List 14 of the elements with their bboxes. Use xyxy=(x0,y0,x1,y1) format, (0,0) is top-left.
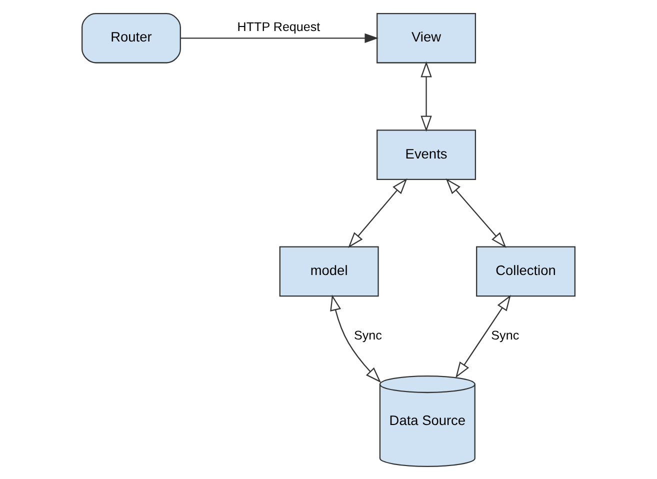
edge-label: Sync xyxy=(354,328,382,342)
arrow xyxy=(420,60,432,132)
node-box: model xyxy=(279,246,379,296)
edge-label: Sync xyxy=(491,328,520,342)
arrow xyxy=(446,178,506,248)
arrow xyxy=(180,32,378,42)
node-box: Collection xyxy=(476,246,576,296)
arrow xyxy=(348,178,408,248)
node-box: Router xyxy=(81,12,181,63)
node-box: View xyxy=(376,12,476,63)
node-box: Events xyxy=(376,129,476,180)
arrow xyxy=(456,294,511,378)
arrow xyxy=(330,294,382,382)
edge-label: HTTP Request xyxy=(237,20,320,34)
